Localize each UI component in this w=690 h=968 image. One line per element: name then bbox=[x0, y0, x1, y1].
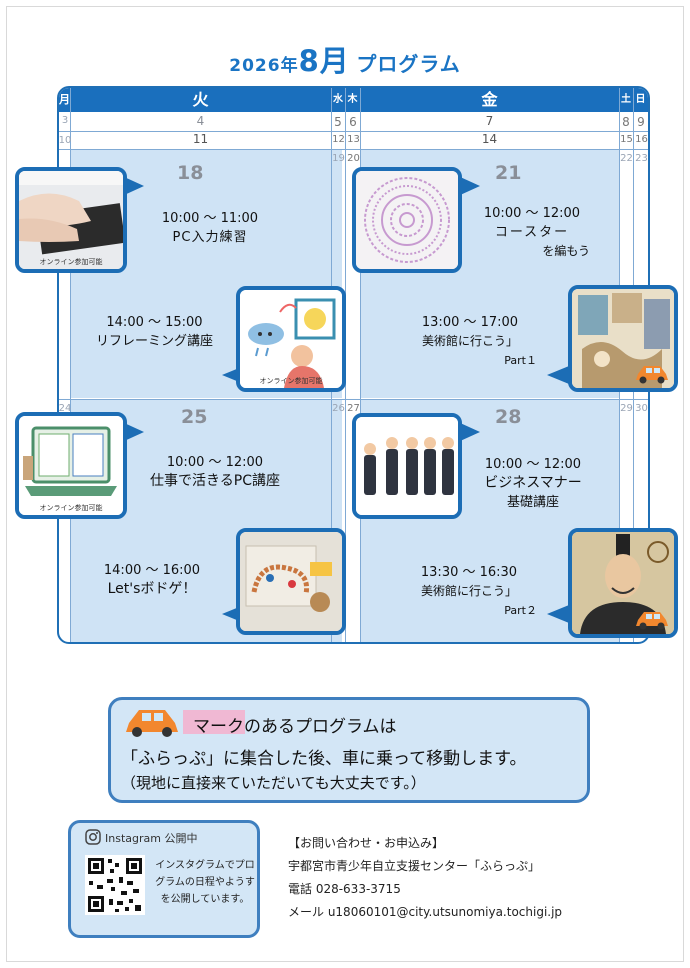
photo-museum-2 bbox=[568, 528, 678, 638]
header-wed: 水 bbox=[333, 94, 343, 105]
contact-info: 【お問い合わせ・お申込み】 宇都宮市青少年自立支援センター「ふらっぷ」 電話 0… bbox=[288, 832, 562, 924]
page-border bbox=[6, 6, 684, 962]
contact-org: 宇都宮市青少年自立支援センター「ふらっぷ」 bbox=[288, 859, 541, 873]
doily-icon bbox=[356, 171, 458, 269]
car-icon bbox=[636, 612, 668, 630]
car-mark-highlight bbox=[183, 710, 245, 734]
reframing-illustration-icon bbox=[240, 290, 342, 388]
day-4: 4 bbox=[196, 114, 205, 128]
online-badge: オンライン参加可能 bbox=[39, 258, 103, 266]
online-badge: オンライン参加可能 bbox=[39, 504, 103, 512]
photo-museum-1 bbox=[568, 285, 678, 392]
instagram-box: Instagram 公開中 インスタグラムでプログラムの日程やようすを公開してい… bbox=[68, 820, 260, 938]
contact-heading: 【お問い合わせ・お申込み】 bbox=[288, 836, 445, 850]
day-12: 12 bbox=[332, 134, 345, 145]
car-icon bbox=[636, 366, 668, 384]
contact-tel: 電話 028-633-3715 bbox=[288, 882, 401, 896]
note-line-2: 「ふらっぷ」に集合した後、車に乗って移動します。 bbox=[121, 749, 527, 769]
instagram-icon bbox=[85, 829, 101, 845]
header-fri: 金 bbox=[481, 90, 498, 109]
contact-mail[interactable]: メール u18060101@city.utsunomiya.tochigi.jp bbox=[288, 905, 563, 919]
day-28: 28 bbox=[495, 406, 522, 428]
day-23: 23 bbox=[635, 153, 648, 164]
instagram-description: インスタグラムでプログラムの日程やようすを公開しています。 bbox=[155, 860, 255, 905]
day-7: 7 bbox=[485, 114, 494, 128]
day-3: 3 bbox=[61, 115, 69, 126]
day-8: 8 bbox=[622, 115, 630, 129]
qr-code[interactable] bbox=[85, 855, 145, 915]
illust-reframing: オンライン参加可能 bbox=[236, 286, 346, 392]
day-24: 24 bbox=[58, 403, 72, 414]
boardgame-icon bbox=[240, 532, 342, 631]
day-10: 10 bbox=[58, 135, 72, 146]
day-5: 5 bbox=[334, 115, 342, 129]
car-icon bbox=[126, 710, 178, 737]
photo-keyboard: オンライン参加可能 bbox=[15, 167, 127, 273]
day-26: 26 bbox=[332, 403, 345, 414]
header-sat: 土 bbox=[621, 94, 631, 105]
samurai-portrait-icon bbox=[572, 532, 674, 634]
instagram-heading: Instagram 公開中 bbox=[105, 832, 198, 845]
qr-code-icon bbox=[85, 855, 145, 915]
business-people-icon bbox=[356, 417, 458, 515]
day-11: 11 bbox=[192, 132, 209, 146]
day-21: 21 bbox=[495, 162, 522, 184]
laptop-icon bbox=[19, 416, 123, 515]
day-30: 30 bbox=[635, 403, 648, 414]
day-15: 15 bbox=[620, 134, 633, 145]
day-6: 6 bbox=[349, 115, 357, 129]
online-badge: オンライン参加可能 bbox=[259, 377, 323, 385]
day-22: 22 bbox=[620, 153, 633, 164]
day-29: 29 bbox=[620, 403, 633, 414]
day-20: 20 bbox=[347, 153, 360, 164]
header-sun: 日 bbox=[635, 94, 646, 105]
photo-coaster bbox=[352, 167, 462, 273]
header-mon: 月 bbox=[59, 93, 70, 106]
illust-business bbox=[352, 413, 462, 519]
car-note: マークのあるプログラムは 「ふらっぷ」に集合した後、車に乗って移動します。 （現… bbox=[108, 697, 590, 803]
day-27: 27 bbox=[347, 403, 360, 414]
day-9: 9 bbox=[637, 115, 645, 129]
illust-pc: オンライン参加可能 bbox=[15, 412, 127, 519]
note-line-3: （現地に直接来ていただいても大丈夫です。） bbox=[121, 774, 426, 792]
day-16: 16 bbox=[635, 134, 648, 145]
day-13: 13 bbox=[347, 134, 360, 145]
keyboard-icon bbox=[19, 171, 123, 269]
page-title: 2026年8月 プログラム bbox=[229, 44, 461, 78]
photo-boardgame bbox=[236, 528, 346, 635]
day-14: 14 bbox=[481, 132, 498, 146]
day-19: 19 bbox=[332, 153, 345, 164]
note-line-1: マークのあるプログラムは bbox=[193, 717, 397, 737]
day-25: 25 bbox=[181, 406, 208, 428]
header-thu: 木 bbox=[347, 94, 358, 105]
header-tue: 火 bbox=[192, 90, 209, 109]
calendar-header: 月 火 水 木 金 土 日 bbox=[59, 88, 648, 112]
day-18: 18 bbox=[177, 162, 204, 184]
